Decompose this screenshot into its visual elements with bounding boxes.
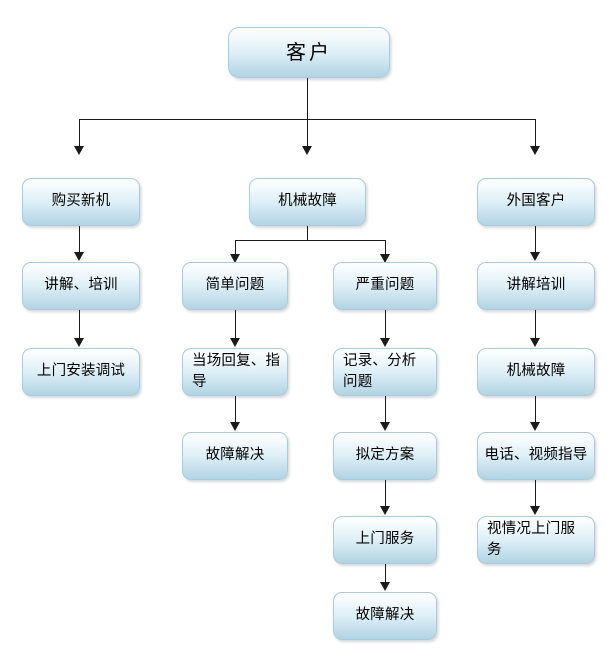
node-right-mechanical-fault[interactable]: 机械故障 <box>477 348 595 396</box>
node-severe-issue[interactable]: 严重问题 <box>333 262 437 310</box>
node-buy-new-machine[interactable]: 购买新机 <box>22 178 140 226</box>
connector-left-2-3 <box>79 310 80 339</box>
connector-simple-1-2 <box>235 310 236 339</box>
node-phone-video-guidance[interactable]: 电话、视频指导 <box>477 432 595 480</box>
node-label: 严重问题 <box>355 277 415 294</box>
arrow-root-to-left <box>74 146 84 155</box>
node-explain-train[interactable]: 讲解培训 <box>477 262 595 310</box>
connector-root-to-left <box>79 119 80 147</box>
arrow-severe-2-3 <box>380 422 390 431</box>
connector-middle-to-severe <box>385 240 386 255</box>
node-label: 当场回复、指导 <box>192 352 281 390</box>
arrow-severe-4-5 <box>380 582 390 591</box>
node-label: 讲解、培训 <box>44 277 118 294</box>
node-customer[interactable]: 客户 <box>228 27 390 78</box>
arrow-right-4-5 <box>530 506 540 515</box>
arrow-severe-3-4 <box>380 506 390 515</box>
node-label: 客户 <box>286 40 332 64</box>
arrow-root-to-middle <box>302 146 312 155</box>
node-label: 记录、分析问题 <box>343 352 417 390</box>
node-onsite-service[interactable]: 上门服务 <box>333 516 437 564</box>
connector-middle-to-simple <box>235 240 236 255</box>
node-draft-plan[interactable]: 拟定方案 <box>333 432 437 480</box>
connector-root-to-right <box>535 119 536 147</box>
arrow-right-1-2 <box>530 252 540 261</box>
connector-right-1-2 <box>535 226 536 253</box>
connector-middle-bus <box>235 240 385 241</box>
node-label: 视情况上门服务 <box>487 520 576 558</box>
connector-root-to-middle <box>307 119 308 147</box>
node-onsite-service-if-needed[interactable]: 视情况上门服务 <box>477 516 595 564</box>
node-simple-fault-resolved[interactable]: 故障解决 <box>182 432 288 480</box>
node-label: 拟定方案 <box>355 447 415 464</box>
connector-middle-stem <box>307 226 308 241</box>
node-label: 上门服务 <box>355 531 415 548</box>
arrow-simple-1-2 <box>230 338 240 347</box>
arrow-root-to-right <box>530 146 540 155</box>
node-severe-fault-resolved[interactable]: 故障解决 <box>333 592 437 640</box>
connector-severe-4-5 <box>385 564 386 583</box>
connector-severe-1-2 <box>385 310 386 339</box>
node-label: 故障解决 <box>205 447 265 464</box>
node-onsite-reply-guidance[interactable]: 当场回复、指导 <box>182 348 288 396</box>
node-simple-issue[interactable]: 简单问题 <box>182 262 288 310</box>
connector-root-stem <box>307 78 308 119</box>
connector-right-4-5 <box>535 480 536 507</box>
node-label: 讲解培训 <box>506 277 566 294</box>
node-explain-training[interactable]: 讲解、培训 <box>22 262 140 310</box>
arrow-middle-to-simple <box>230 254 240 263</box>
node-label: 故障解决 <box>355 607 415 624</box>
node-mechanical-fault[interactable]: 机械故障 <box>249 178 366 226</box>
connector-severe-3-4 <box>385 480 386 507</box>
arrow-left-1-2 <box>74 252 84 261</box>
node-label: 外国客户 <box>506 193 566 210</box>
arrow-right-3-4 <box>530 422 540 431</box>
node-label: 电话、视频指导 <box>484 447 588 464</box>
arrow-middle-to-severe <box>380 254 390 263</box>
node-onsite-install-debug[interactable]: 上门安装调试 <box>22 348 140 396</box>
arrow-simple-2-3 <box>230 422 240 431</box>
node-label: 机械故障 <box>506 363 566 380</box>
connector-left-1-2 <box>79 226 80 253</box>
node-record-analyze-issue[interactable]: 记录、分析问题 <box>333 348 437 396</box>
arrow-severe-1-2 <box>380 338 390 347</box>
node-label: 购买新机 <box>51 193 111 210</box>
node-label: 上门安装调试 <box>36 363 126 380</box>
connector-simple-2-3 <box>235 396 236 423</box>
connector-right-3-4 <box>535 396 536 423</box>
arrow-left-2-3 <box>74 338 84 347</box>
connector-right-2-3 <box>535 310 536 339</box>
arrow-right-2-3 <box>530 338 540 347</box>
node-foreign-customer[interactable]: 外国客户 <box>477 178 595 226</box>
connector-severe-2-3 <box>385 396 386 423</box>
node-label: 简单问题 <box>205 277 265 294</box>
node-label: 机械故障 <box>278 193 337 210</box>
